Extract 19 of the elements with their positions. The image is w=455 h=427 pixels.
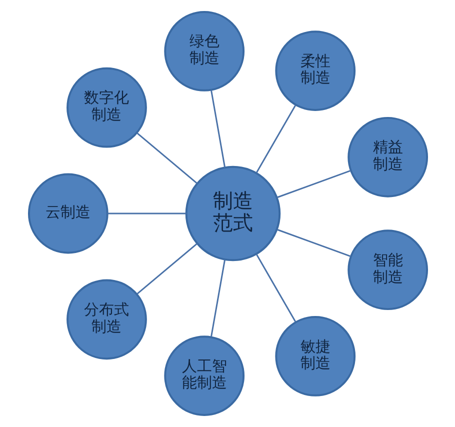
connector xyxy=(255,254,296,322)
node-circle: 智能制造 xyxy=(347,230,428,310)
connector xyxy=(210,90,226,168)
node-circle: 人工智能制造 xyxy=(164,336,244,416)
connector xyxy=(276,228,351,258)
node-circle: 数字化制造 xyxy=(66,67,146,148)
node-circle: 敏捷制造 xyxy=(274,316,356,396)
connector xyxy=(136,243,198,295)
connector xyxy=(136,132,198,184)
node-circle: 精益制造 xyxy=(347,116,428,198)
connector xyxy=(255,104,296,174)
node-circle: 柔性制造 xyxy=(274,30,356,111)
node-circle: 分布式制造 xyxy=(66,279,146,360)
node-circle: 云制造 xyxy=(27,173,108,254)
connector xyxy=(276,170,351,198)
node-circle: 制造范式 xyxy=(184,166,280,262)
node-circle: 绿色制造 xyxy=(164,11,244,92)
connector xyxy=(210,259,226,338)
connector xyxy=(107,212,186,214)
